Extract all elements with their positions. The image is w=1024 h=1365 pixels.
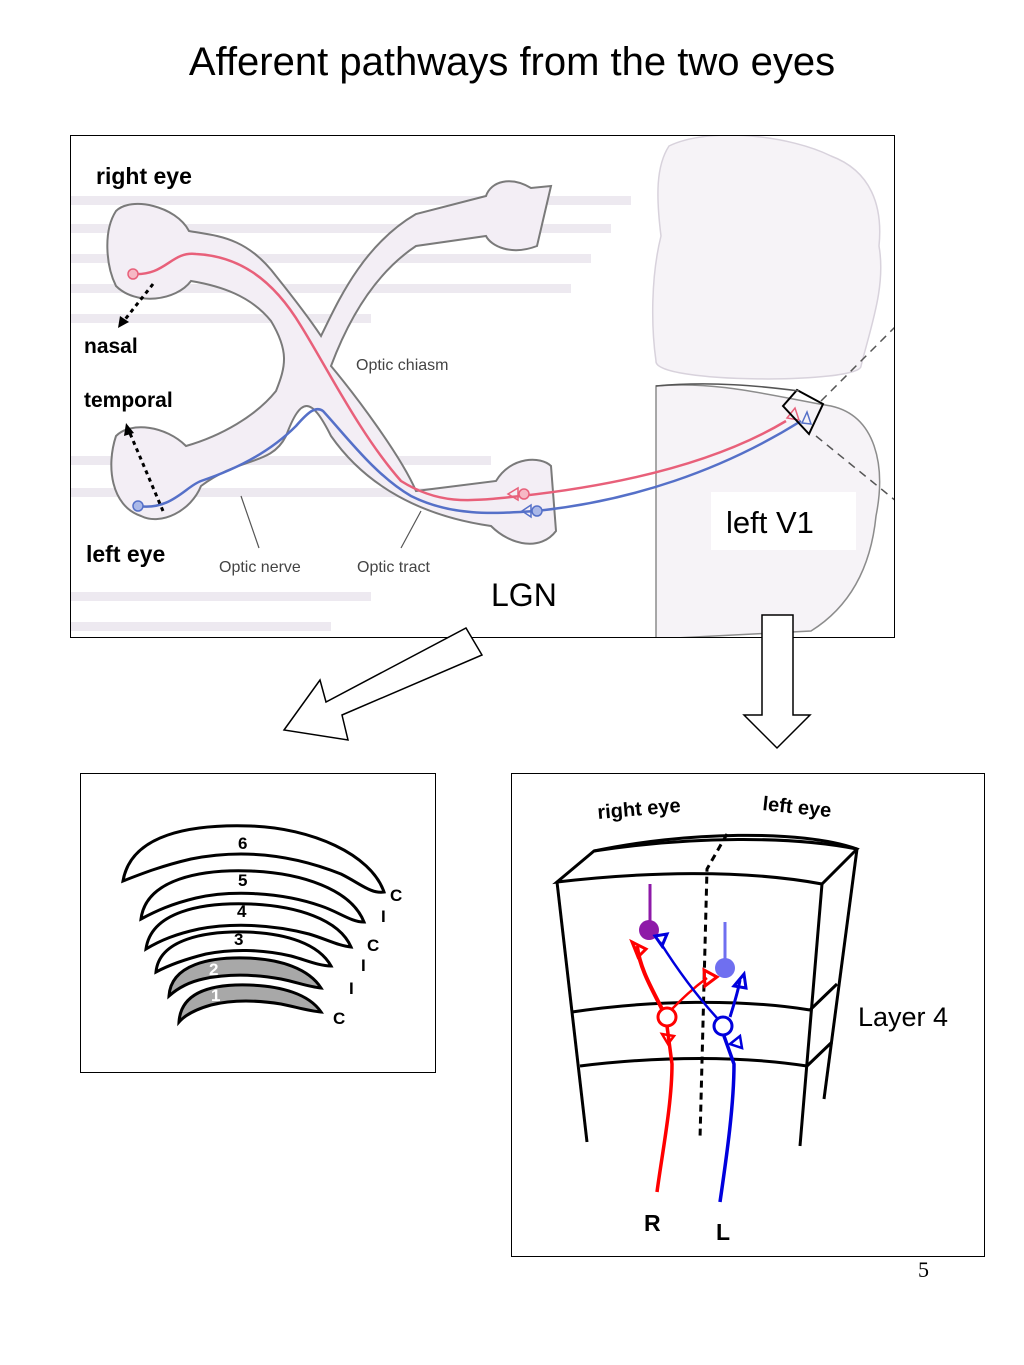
right-eye-synapse-2: [702, 967, 720, 989]
cortex-left-eye-label: left eye: [761, 793, 832, 822]
lgn-layer-6: [121, 824, 387, 894]
pathway-figure-panel: right eye nasal temporal left eye Optic …: [70, 135, 895, 638]
brain-silhouette: [651, 136, 882, 380]
left-input-label: L: [716, 1219, 730, 1245]
lgn-layer-number-5: 5: [238, 871, 247, 890]
right-eye-synapse-3: [659, 1032, 677, 1047]
optic-nerve-label: Optic nerve: [219, 559, 301, 576]
lgn-side-label-5: I: [349, 979, 354, 998]
slide-title: Afferent pathways from the two eyes: [188, 40, 836, 84]
lgn-layers-diagram: 6 5 4 3 2 1 C I C I I C: [121, 824, 402, 1028]
cortex-right-eye-label: right eye: [597, 795, 682, 824]
optic-tract-leader: [400, 510, 422, 549]
lgn-layer-number-3: 3: [234, 930, 243, 949]
cortex-block-top-front: [593, 837, 858, 853]
optic-pathway-shape: [106, 180, 558, 545]
page-number: 5: [918, 1257, 929, 1282]
lgn-red-synapse: [506, 486, 519, 502]
left-eye-path: [137, 407, 802, 515]
right-eye-afferent: [655, 1025, 674, 1193]
nasal-label: nasal: [84, 335, 138, 358]
right-eye-label: right eye: [96, 163, 192, 189]
lgn-layer-5: [139, 869, 367, 924]
lgn-blue-cell: [531, 505, 543, 517]
temporal-label: temporal: [84, 389, 173, 412]
lgn-layers-panel: 6 5 4 3 2 1 C I C I I C: [80, 773, 436, 1073]
layer-boundary-lower: [579, 1040, 834, 1068]
nasal-arrow: [121, 283, 155, 323]
lgn-side-label-6: C: [333, 1009, 345, 1028]
lgn-layer-number-2: 2: [209, 960, 218, 979]
lgn-layer-number-6: 6: [238, 834, 247, 853]
left-v1-label: left V1: [726, 505, 814, 540]
lgn-layer-4: [144, 902, 354, 952]
right-eye-retina-cell: [127, 268, 139, 280]
left-eye-synapse-2: [731, 970, 748, 990]
blue-cell: [715, 958, 735, 978]
zoom-line-lower: [815, 435, 894, 501]
left-eye-retina-cell: [132, 500, 144, 512]
left-eye-synapse-3: [727, 1033, 744, 1050]
right-eye-synapse-1: [629, 938, 649, 960]
left-v1-label-box: [711, 492, 856, 550]
pathway-diagram: right eye nasal temporal left eye Optic …: [71, 136, 894, 637]
right-input-label: R: [644, 1210, 661, 1236]
lgn-side-label-1: C: [390, 886, 402, 905]
cortex-back-right-edge: [822, 848, 859, 1100]
cortex-surface-line: [655, 383, 800, 392]
lgn-layer-3: [154, 930, 334, 975]
lgn-red-cell: [518, 488, 530, 500]
right-eye-path: [132, 252, 787, 502]
left-eye-afferent: [718, 1035, 736, 1203]
background-text-texture: [71, 196, 631, 631]
lgn-side-label-2: I: [381, 907, 386, 926]
nasal-arrowhead: [118, 316, 129, 328]
left-eye-branch-right: [728, 979, 742, 1018]
lgn-side-label-4: I: [361, 956, 366, 975]
layer-4-label: Layer 4: [858, 1002, 948, 1032]
optic-nerve-leader: [240, 495, 260, 549]
lgn-layer-number-4: 4: [237, 902, 247, 921]
optic-chiasm-label: Optic chiasm: [356, 357, 448, 374]
temporal-arrowhead: [124, 423, 134, 436]
v1-inset-box: [781, 388, 825, 436]
left-eye-layer4-cell: [712, 1015, 734, 1037]
cortex-panel: right eye left eye Layer 4 R L: [511, 773, 985, 1257]
right-eye-layer4-cell: [656, 1006, 678, 1028]
temporal-arrow: [127, 430, 165, 512]
cortex-front-right-edge: [798, 883, 824, 1147]
v1-blue-synapse: [800, 409, 813, 425]
cortex-diagram: right eye left eye Layer 4 R L: [552, 793, 948, 1245]
lgn-layer-number-1: 1: [211, 986, 220, 1005]
optic-tract-label: Optic tract: [357, 559, 430, 576]
right-eye-branch-left: [635, 945, 664, 1010]
v1-red-synapse: [785, 406, 801, 421]
ocular-dominance-boundary: [698, 833, 729, 1140]
left-eye-branch-up: [658, 941, 718, 1019]
left-eye-synapse-1: [652, 932, 670, 950]
lgn-blue-synapse: [520, 503, 532, 519]
lgn-layer-1: [177, 983, 324, 1027]
zoom-line-upper: [820, 326, 894, 402]
lgn-label: LGN: [491, 577, 557, 613]
lgn-layer-2: [167, 956, 324, 1000]
left-eye-label: left eye: [86, 541, 165, 567]
lgn-zoom-arrow: [282, 627, 484, 741]
lgn-side-label-3: C: [367, 936, 379, 955]
right-eye-branch-right: [671, 976, 708, 1010]
